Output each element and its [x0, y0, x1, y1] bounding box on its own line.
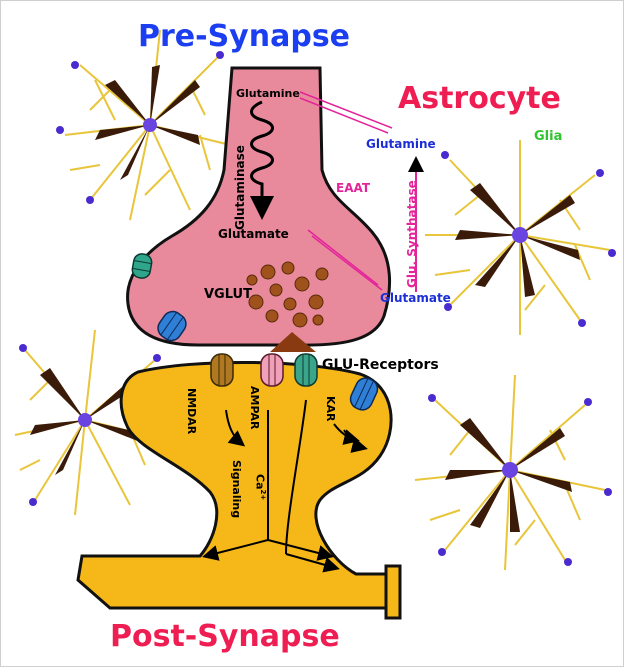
eaat-label: EAAT: [336, 182, 370, 194]
astrocyte-title: Astrocyte: [398, 84, 561, 114]
post-synapse-title: Post-Synapse: [110, 622, 340, 652]
glutamate-presynaptic-label: Glutamate: [218, 228, 289, 240]
astrocyte-right: [425, 140, 616, 335]
post-synaptic-endcap: [386, 566, 400, 618]
glu-receptors-label: GLU-Receptors: [322, 358, 439, 372]
nmdar-label: NMDAR: [186, 388, 197, 434]
kar-label: KAR: [325, 396, 336, 422]
glutamine-presynaptic-label: Glutamine: [236, 88, 300, 99]
glu-receptor-green: [295, 354, 317, 386]
signaling-label: Signaling: [231, 460, 242, 518]
astrocyte-top-left: [56, 30, 239, 220]
nmda-receptor: [211, 354, 233, 386]
glutamine-astrocyte-label: Glutamine: [366, 138, 436, 150]
glutaminase-label: Glutaminase: [234, 145, 246, 230]
vglut-label: VGLUT: [204, 288, 252, 301]
glutamate-astrocyte-label: Glutamate: [380, 292, 451, 304]
glu-synthatase-label: Glu. Synthatase: [406, 180, 418, 288]
glia-label: Glia: [534, 130, 562, 143]
ampa-receptor: [261, 354, 283, 386]
calcium-symbol: Ca: [253, 474, 266, 490]
calcium-label: Ca2+: [254, 474, 266, 500]
calcium-charge: 2+: [259, 490, 267, 501]
pre-synapse-title: Pre-Synapse: [138, 22, 350, 52]
astrocyte-bottom-right: [415, 375, 612, 570]
ampar-label: AMPAR: [249, 386, 260, 430]
